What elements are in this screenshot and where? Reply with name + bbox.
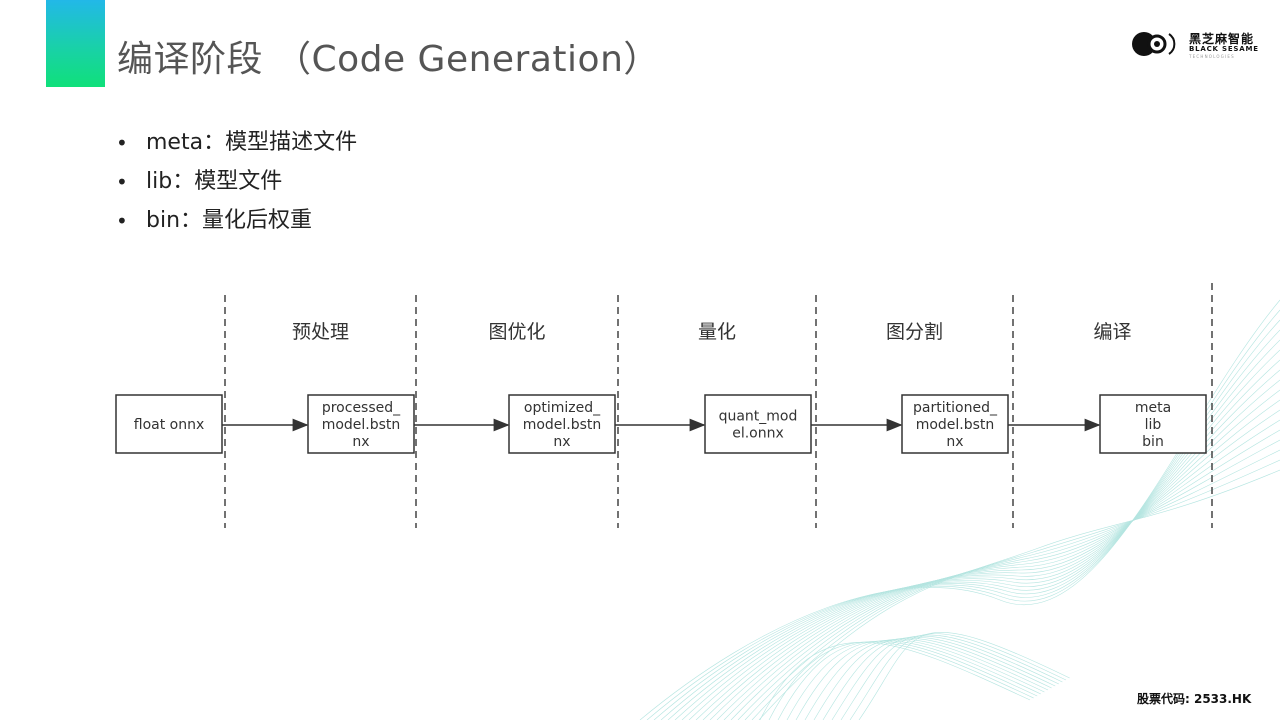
wave-line — [813, 637, 1052, 720]
bullet-item-bin: • bin：量化后权重 — [116, 205, 357, 244]
stage-label: 量化 — [698, 321, 736, 343]
page-title: 编译阶段 （Code Generation） — [117, 39, 660, 80]
bullet-text: lib：模型文件 — [146, 169, 283, 194]
bullet-list: • meta：模型描述文件 • lib：模型文件 • bin：量化后权重 — [116, 127, 357, 244]
wave-line — [709, 399, 1280, 720]
pipeline-box-border — [704, 394, 812, 454]
pipeline-box-border — [901, 394, 1009, 454]
wave-line — [831, 635, 1059, 720]
wave-line — [858, 632, 1070, 720]
bullet-text: meta：模型描述文件 — [146, 130, 358, 155]
wave-line — [777, 641, 1038, 720]
logo-name-sub: TECHNOLOGIES — [1189, 54, 1235, 59]
pipeline-box-text: quant_mod — [719, 409, 798, 425]
bullet-dot-icon: • — [116, 170, 128, 194]
pipeline-box-text: model.bstn — [916, 417, 995, 433]
wave-line — [849, 633, 1067, 720]
pipeline-box-text: nx — [946, 434, 963, 450]
logo-name-cn: 黑芝麻智能 — [1189, 32, 1255, 46]
pipeline-box-text: model.bstn — [322, 417, 401, 433]
wave-line — [759, 642, 1031, 720]
pipeline-box-border — [307, 394, 415, 454]
wave-line — [758, 469, 1280, 720]
wave-line — [751, 459, 1280, 720]
wave-line — [768, 641, 1034, 720]
stage-label: 图优化 — [488, 321, 545, 343]
stage-label: 预处理 — [292, 321, 349, 343]
pipeline-box-text: optimized_ — [524, 400, 601, 416]
pipeline-box-border — [1099, 394, 1207, 454]
title-accent-bar — [46, 0, 105, 87]
pipeline-box-text: meta — [1135, 400, 1171, 416]
bullet-text: bin：量化后权重 — [146, 208, 313, 233]
wave-line — [695, 379, 1280, 720]
pipeline-box-text: lib — [1145, 417, 1162, 433]
pipeline-box-text: float onnx — [134, 417, 205, 433]
stock-code: 股票代码: 2533.HK — [1137, 692, 1252, 706]
wave-line — [730, 429, 1280, 720]
bullet-dot-icon: • — [116, 131, 128, 155]
bullet-item-meta: • meta：模型描述文件 — [116, 127, 357, 166]
bullet-item-lib: • lib：模型文件 — [116, 166, 357, 205]
wave-line — [840, 634, 1063, 720]
wave-line — [702, 389, 1280, 720]
wave-line — [737, 439, 1280, 720]
stage-label: 编译 — [1093, 321, 1131, 343]
pipeline-box-text: model.bstn — [523, 417, 602, 433]
wave-line — [786, 640, 1041, 720]
wave-line — [723, 419, 1280, 720]
pipeline-box-text: bin — [1142, 434, 1164, 450]
pipeline-box-border — [115, 394, 223, 454]
pipeline-box-text: nx — [352, 434, 369, 450]
pipeline-box-text: nx — [553, 434, 570, 450]
pipeline-box-text: partitioned_ — [913, 400, 998, 416]
wave-line — [795, 639, 1045, 720]
pipeline-box: quant_model.onnx — [704, 394, 812, 454]
wave-line — [716, 409, 1280, 720]
bullet-dot-icon: • — [116, 209, 128, 233]
logo-name-en: BLACK SESAME — [1189, 45, 1259, 53]
pipeline-box-text: processed_ — [322, 400, 401, 416]
pipeline-box-border — [508, 394, 616, 454]
pipeline-box: float onnx — [115, 394, 223, 454]
wave-line — [822, 636, 1056, 720]
wave-line — [681, 359, 1280, 720]
wave-line — [744, 449, 1280, 720]
stage-label: 图分割 — [886, 321, 943, 343]
wave-line — [688, 369, 1280, 720]
pipeline-box-text: el.onnx — [732, 426, 784, 442]
black-sesame-logo-icon — [1132, 32, 1176, 56]
wave-line — [804, 638, 1049, 720]
